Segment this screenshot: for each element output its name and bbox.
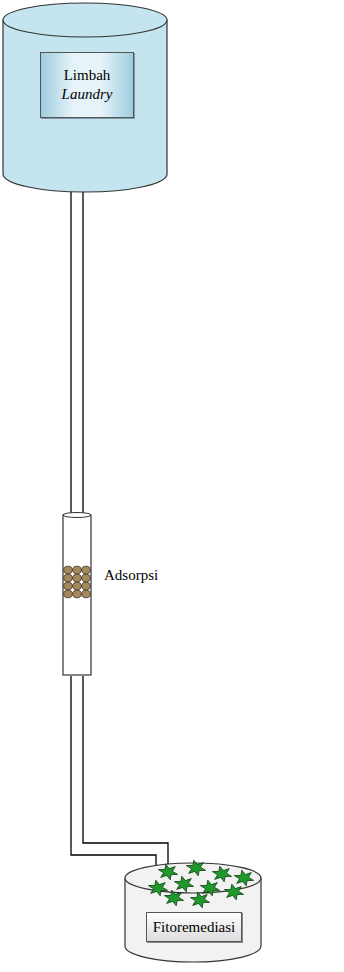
node-label: Adsorpsi bbox=[104, 566, 158, 585]
pipe bbox=[71, 676, 168, 872]
wastewater-tank: Limbah Laundry bbox=[2, 2, 168, 192]
phytoremediation-basin: Fitoremediasi bbox=[124, 862, 262, 962]
pipe bbox=[71, 190, 83, 513]
label-panel: Fitoremediasi bbox=[146, 912, 242, 942]
adsorption-column: Adsorpsi bbox=[62, 512, 92, 676]
node-label: Limbah Laundry bbox=[47, 66, 127, 104]
adsorption-column-outline bbox=[62, 512, 92, 676]
node-label: Fitoremediasi bbox=[153, 918, 236, 937]
label-panel: Limbah Laundry bbox=[40, 52, 134, 118]
